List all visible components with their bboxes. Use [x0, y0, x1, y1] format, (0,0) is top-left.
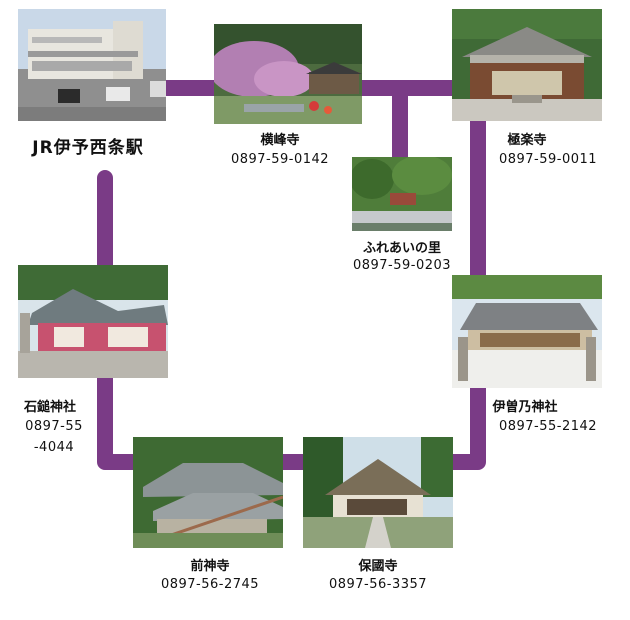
maegami-label: 前神寺	[190, 559, 230, 574]
fureai-photo	[352, 157, 452, 231]
station-photo	[18, 9, 166, 121]
maegami-photo	[133, 437, 283, 548]
station-label: JR伊予西条駅	[32, 138, 144, 158]
hokoku-phone: 0897-56-3357	[328, 577, 428, 592]
route-segment-isono-hokoku	[444, 380, 486, 470]
hokoku-photo	[303, 437, 453, 548]
ishizuchi-phone-line2: -4044	[33, 440, 75, 455]
gokuraku-label: 極楽寺	[507, 133, 547, 148]
yokomine-label: 横峰寺	[260, 133, 300, 148]
isono-label: 伊曽乃神社	[492, 400, 558, 415]
yokomine-photo	[214, 24, 362, 124]
fureai-label: ふれあいの里	[362, 241, 441, 256]
fureai-phone: 0897-59-0203	[352, 258, 452, 273]
gokuraku-phone: 0897-59-0011	[498, 152, 598, 167]
ishizuchi-phone-line1: 0897-55	[25, 419, 83, 434]
maegami-phone: 0897-56-2745	[160, 577, 260, 592]
gokuraku-photo	[452, 9, 602, 121]
yokomine-phone: 0897-59-0142	[230, 152, 330, 167]
isono-phone: 0897-55-2142	[498, 419, 598, 434]
isono-photo	[452, 275, 602, 388]
ishizuchi-photo	[18, 265, 168, 378]
ishizuchi-label: 石鎚神社	[23, 400, 76, 415]
route-segment-maegami-ishizuchi	[97, 370, 143, 470]
hokoku-label: 保國寺	[358, 559, 398, 574]
